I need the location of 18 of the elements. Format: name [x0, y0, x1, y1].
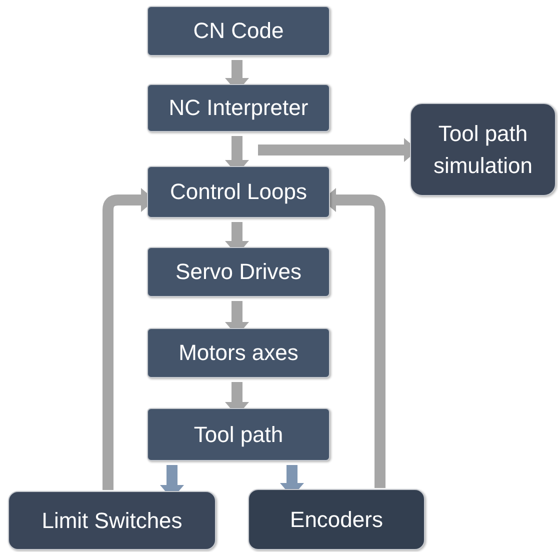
process-box — [410, 103, 556, 196]
process-box — [147, 166, 330, 218]
process-box — [147, 328, 330, 378]
process-box — [248, 489, 425, 550]
box-label: Tool path — [194, 420, 284, 449]
box-label: NC Interpreter — [168, 94, 308, 122]
box-label: Servo Drives — [176, 258, 302, 286]
box-label: Limit Switches — [42, 506, 182, 534]
box-label: Control Loops — [170, 178, 307, 206]
box-label: Motors axes — [178, 339, 298, 367]
box-label: Tool path simulation — [432, 120, 534, 180]
process-box — [8, 491, 216, 550]
box-label: CN Code — [193, 17, 284, 45]
process-box — [147, 6, 330, 56]
process-box — [147, 84, 330, 132]
process-box — [147, 408, 330, 461]
box-label: Encoders — [290, 506, 383, 534]
process-box — [147, 247, 330, 297]
